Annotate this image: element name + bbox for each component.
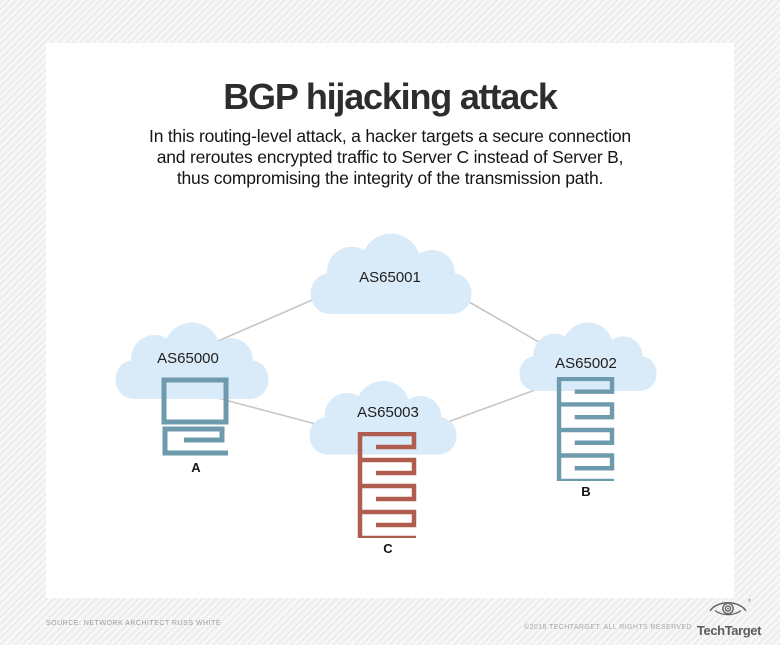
bgp-network-diagram: AS65001 AS65000 AS65002 AS65003 A B C (115, 233, 657, 556)
label-device-c: C (383, 541, 393, 556)
label-as65001: AS65001 (359, 269, 421, 286)
copyright-text: ©2018 TECHTARGET. ALL RIGHTS RESERVED (524, 624, 692, 631)
label-as65002: AS65002 (555, 355, 617, 372)
subtitle-line-1: In this routing-level attack, a hacker t… (149, 126, 631, 146)
source-credit: SOURCE: NETWORK ARCHITECT RUSS WHITE (46, 620, 221, 627)
techtarget-eye-icon: ® (709, 597, 752, 616)
server-b-icon (559, 379, 614, 481)
label-as65000: AS65000 (157, 350, 219, 367)
subtitle-line-2: and reroutes encrypted traffic to Server… (156, 147, 624, 167)
label-device-a: A (191, 460, 201, 475)
subtitle-line-3: thus compromising the integrity of the t… (176, 168, 604, 188)
label-as65003: AS65003 (357, 404, 419, 421)
techtarget-wordmark: TechTarget (696, 623, 762, 638)
page-title: BGP hijacking attack (223, 76, 558, 117)
registered-mark: ® (748, 597, 751, 603)
techtarget-logo: ® TechTarget (694, 597, 764, 638)
infographic-card: BGP hijacking attack In this routing-lev… (46, 43, 734, 598)
page-subtitle: In this routing-level attack, a hacker t… (46, 126, 734, 189)
label-device-b: B (581, 484, 590, 499)
